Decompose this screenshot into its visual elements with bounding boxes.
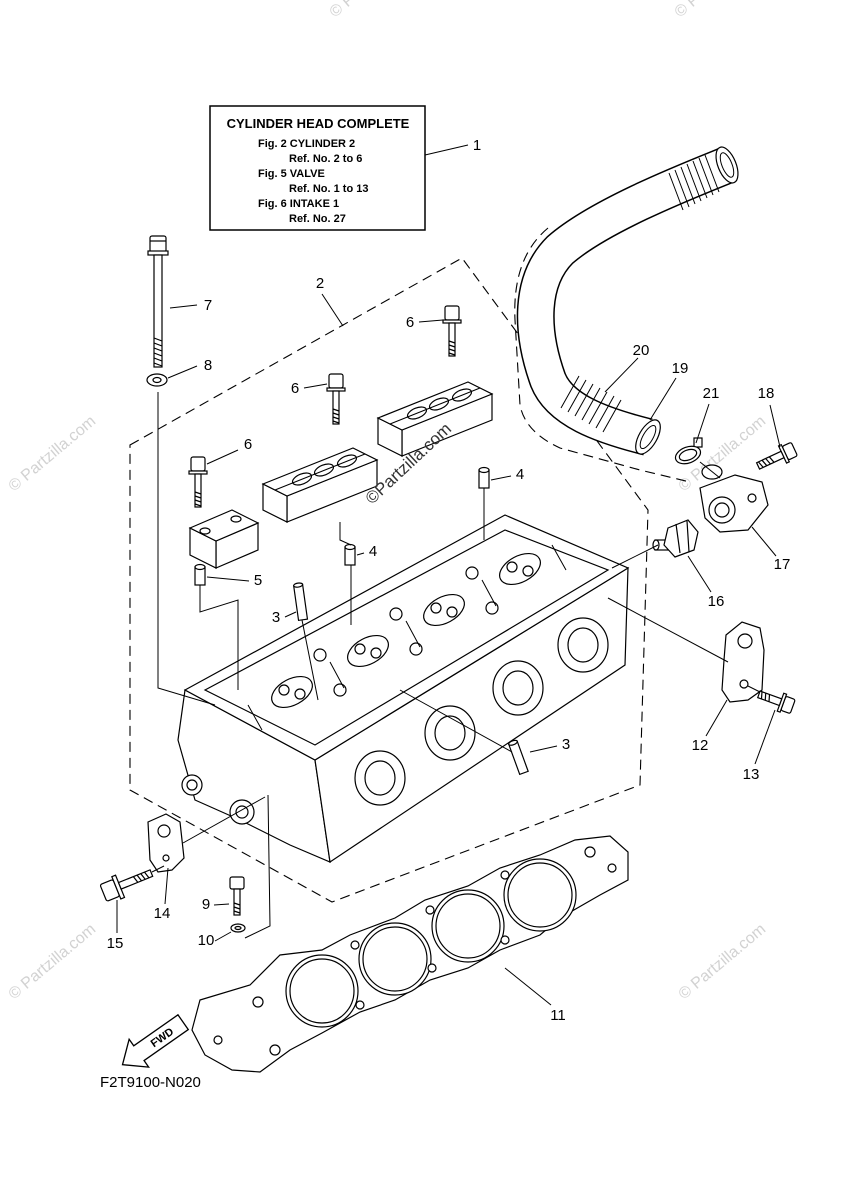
callout-16: 16 [708, 593, 725, 610]
ref-line: Ref. No. 2 to 6 [289, 153, 362, 165]
callout-17: 17 [774, 556, 791, 573]
callout-labels: 1 2 3 3 4 4 5 6 6 6 7 8 9 10 11 12 13 14… [107, 137, 791, 1024]
bolt-9 [229, 876, 245, 916]
callout-3: 3 [272, 609, 280, 626]
ref-line: Ref. No. 27 [289, 213, 346, 225]
dowel-pin-4 [478, 466, 490, 489]
camshaft-cap-large [376, 381, 494, 457]
callout-20: 20 [633, 342, 650, 359]
callout-9: 9 [202, 896, 210, 913]
leader-lines [116, 144, 781, 1006]
washer-8 [146, 373, 168, 387]
callout-13: 13 [743, 766, 760, 783]
combustion-chambers [271, 552, 541, 709]
cam-bosses [247, 544, 567, 731]
bolt-13 [756, 690, 796, 714]
bolt-18 [755, 442, 798, 470]
camshaft-cap-small [188, 509, 260, 569]
watermark: © Partzilla.com [327, 0, 421, 21]
watermark: © Partzilla.com [676, 921, 770, 1003]
fig-line: Fig. 2 CYLINDER 2 [258, 138, 355, 150]
callout-8: 8 [204, 357, 212, 374]
callout-12: 12 [692, 737, 709, 754]
bolt-6 [188, 456, 208, 508]
bolt-15 [99, 869, 154, 902]
watermark: © Partzilla.com [6, 413, 100, 495]
callout-10: 10 [198, 932, 215, 949]
callout-2: 2 [316, 275, 324, 292]
callout-4: 4 [516, 466, 524, 483]
callout-3: 3 [562, 736, 570, 753]
cylinder-head-gasket [191, 835, 629, 1073]
callout-14: 14 [154, 905, 171, 922]
title-box: CYLINDER HEAD COMPLETE Fig. 2 CYLINDER 2… [209, 105, 426, 231]
exhaust-ports [354, 617, 609, 806]
bolt-7 [147, 235, 169, 368]
upper-bellows [668, 154, 720, 211]
dowel-pin-4 [344, 543, 356, 566]
fig-line: Fig. 5 VALVE [258, 168, 325, 180]
forward-arrow-icon: FWD [121, 1013, 190, 1068]
plate-14 [147, 813, 185, 873]
camshaft-cap-large [261, 447, 379, 523]
thermostat-housing-17 [699, 464, 769, 533]
washer-10 [230, 923, 246, 933]
callout-18: 18 [758, 385, 775, 402]
callout-1: 1 [473, 137, 481, 154]
callout-7: 7 [204, 297, 212, 314]
dowel-pin-5 [194, 563, 206, 586]
sensor-16 [652, 519, 699, 558]
fig-line: Fig. 6 INTAKE 1 [258, 198, 339, 210]
callout-15: 15 [107, 935, 124, 952]
title-heading: CYLINDER HEAD COMPLETE [227, 116, 410, 131]
callout-19: 19 [672, 360, 689, 377]
cylinder-group-outline [129, 257, 649, 903]
pin-3 [507, 739, 529, 776]
hose-group-outline [514, 227, 691, 483]
ref-line: Ref. No. 1 to 13 [289, 183, 368, 195]
callout-21: 21 [703, 385, 720, 402]
lower-bellows [560, 375, 622, 433]
water-hose [516, 146, 739, 456]
assembly-lines [151, 392, 761, 939]
drawing-code: F2T9100-N020 [100, 1074, 201, 1091]
plate-12 [721, 621, 765, 703]
callout-11: 11 [550, 1007, 566, 1024]
callout-6: 6 [244, 436, 252, 453]
callout-5: 5 [254, 572, 262, 589]
watermark: © Partzilla.com [672, 0, 766, 21]
callout-4: 4 [369, 543, 377, 560]
bolt-6 [326, 373, 346, 425]
pin-3 [292, 582, 309, 622]
bolt-6 [442, 305, 462, 357]
hose-clamp-21 [674, 437, 703, 465]
cylinder-head [177, 514, 630, 864]
callout-6: 6 [291, 380, 299, 397]
watermark: © Partzilla.com [6, 921, 100, 1003]
callout-6: 6 [406, 314, 414, 331]
